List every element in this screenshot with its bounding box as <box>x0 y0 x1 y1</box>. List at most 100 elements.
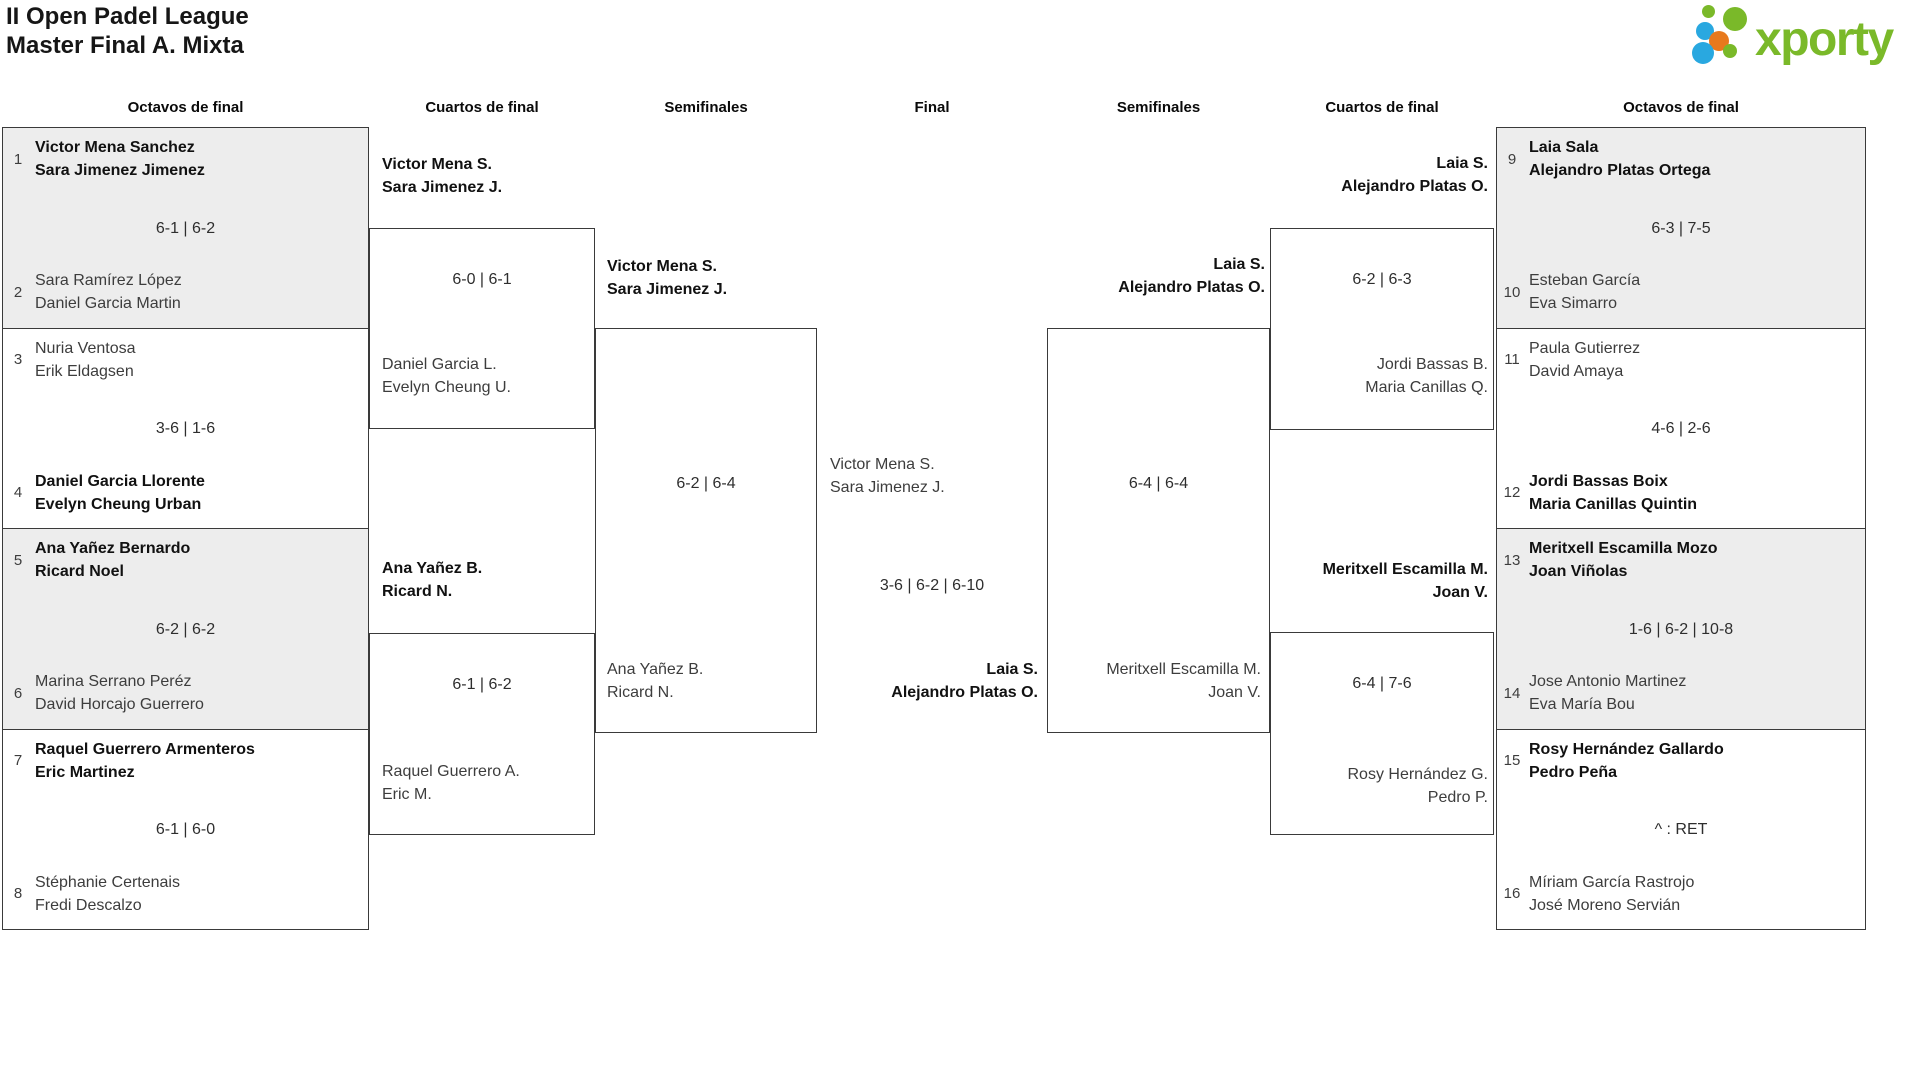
semifinal-right-box <box>1047 328 1270 733</box>
qf-right-2-team-b: Rosy Hernández G. Pedro P. <box>1276 763 1488 809</box>
seed-number: 9 <box>1507 150 1517 168</box>
player-name: Laia Sala <box>1529 139 1599 156</box>
player-name: Sara Ramírez López <box>35 272 182 289</box>
team-row: 13 Meritxell Escamilla Mozo Joan Viñolas <box>1499 537 1861 583</box>
team-row: 7 Raquel Guerrero Armenteros Eric Martin… <box>5 738 364 784</box>
sf-right-team-b: Meritxell Escamilla M. Joan V. <box>1047 658 1261 704</box>
player-name: Jordi Bassas B. <box>1376 356 1488 373</box>
player-name: Maria Canillas Q. <box>1365 379 1488 396</box>
match-score: 6-3 | 7-5 <box>1651 219 1711 237</box>
qf-left-2-team-b: Raquel Guerrero A. Eric M. <box>382 760 592 806</box>
final-score: 3-6 | 6-2 | 6-10 <box>879 577 985 594</box>
player-name: Paula Gutierrez <box>1529 339 1641 357</box>
quarterfinal-left-2-box <box>369 633 595 835</box>
player-name: Daniel Garcia Martin <box>35 295 181 312</box>
match-score: 6-1 | 6-2 <box>155 219 216 237</box>
team-names: Marina Serrano Peréz David Horcajo Guerr… <box>35 670 204 716</box>
xporty-logo[interactable]: xporty <box>1683 2 1915 78</box>
qf-left-1-team-b: Daniel Garcia L. Evelyn Cheung U. <box>382 353 592 399</box>
team-row: 8 Stéphanie Certenais Fredi Descalzo <box>5 871 364 917</box>
quarterfinal-right-1-box <box>1270 228 1494 430</box>
match-score: 6-1 | 6-0 <box>155 821 216 839</box>
player-name: Daniel Garcia L. <box>382 356 497 373</box>
player-name: Laia S. <box>1436 155 1488 172</box>
logo-dot-icon <box>1702 5 1715 18</box>
seed-number: 11 <box>1504 351 1520 368</box>
logo-dot-icon <box>1723 7 1747 31</box>
sf-left-team-a: Victor Mena S. Sara Jimenez J. <box>607 255 812 301</box>
final-team-a: Victor Mena S. Sara Jimenez J. <box>830 453 1035 499</box>
player-name: Evelyn Cheung Urban <box>35 495 202 513</box>
team-names: Ana Yañez Bernardo Ricard Noel <box>35 537 190 583</box>
category-name: Master Final A. Mixta <box>6 32 244 59</box>
logo-dot-icon <box>1692 42 1714 64</box>
header-semifinales-left: Semifinales <box>664 99 748 116</box>
player-name: Esteban García <box>1529 272 1641 289</box>
qf-right-1-team-b: Jordi Bassas B. Maria Canillas Q. <box>1276 353 1488 399</box>
team-row: 2 Sara Ramírez López Daniel Garcia Marti… <box>5 269 364 315</box>
seed-number: 7 <box>13 752 23 769</box>
match-score: 1-6 | 6-2 | 10-8 <box>1628 620 1734 638</box>
player-name: Nuria Ventosa <box>35 339 136 357</box>
player-name: Sara Jimenez J. <box>607 281 728 298</box>
match-cell-r16-3: 5 Ana Yañez Bernardo Ricard Noel 6-2 | 6… <box>3 528 368 729</box>
qf-right-1-score: 6-2 | 6-3 <box>1352 271 1412 288</box>
sf-right-score: 6-4 | 6-4 <box>1128 475 1189 492</box>
team-row: 11 Paula Gutierrez David Amaya <box>1499 337 1861 383</box>
team-row: 16 Míriam García Rastrojo José Moreno Se… <box>1499 871 1861 917</box>
player-name: Eric M. <box>382 786 432 803</box>
player-name: Eva Simarro <box>1529 295 1618 312</box>
player-name: Eric Martinez <box>35 763 135 781</box>
player-name: Meritxell Escamilla M. <box>1106 661 1261 678</box>
player-name: Raquel Guerrero Armenteros <box>35 740 255 758</box>
match-cell-r16-2: 3 Nuria Ventosa Erik Eldagsen 3-6 | 1-6 … <box>3 327 368 529</box>
player-name: Sara Jimenez J. <box>382 179 503 196</box>
semifinal-left-box <box>595 328 817 733</box>
player-name: Evelyn Cheung U. <box>382 379 511 396</box>
seed-number: 4 <box>13 484 23 501</box>
qf-left-1-score: 6-0 | 6-1 <box>452 271 512 288</box>
team-names: Victor Mena Sanchez Sara Jimenez Jimenez <box>35 136 205 182</box>
player-name: Joan V. <box>1432 584 1488 601</box>
player-name: Alejandro Platas O. <box>891 684 1038 701</box>
player-name: Rosy Hernández Gallardo <box>1529 740 1724 758</box>
seed-number: 2 <box>13 283 23 301</box>
player-name: Sara Jimenez J. <box>830 479 945 496</box>
team-row: 1 Victor Mena Sanchez Sara Jimenez Jimen… <box>5 136 364 182</box>
player-name: Jordi Bassas Boix <box>1529 472 1668 490</box>
qf-left-1-team-a: Victor Mena S. Sara Jimenez J. <box>382 153 592 199</box>
seed-number: 5 <box>13 551 23 569</box>
seed-number: 14 <box>1503 684 1521 702</box>
seed-number: 1 <box>13 150 23 168</box>
qf-right-2-team-a: Meritxell Escamilla M. Joan V. <box>1276 558 1488 604</box>
seed-number: 16 <box>1503 885 1521 902</box>
qf-right-2-score: 6-4 | 7-6 <box>1352 675 1412 692</box>
player-name: Pedro Peña <box>1529 763 1618 781</box>
final-team-b-winner: Laia S. Alejandro Platas O. <box>817 658 1038 704</box>
header-cuartos-left: Cuartos de final <box>425 99 539 116</box>
team-names: Stéphanie Certenais Fredi Descalzo <box>35 871 180 917</box>
seed-number: 15 <box>1503 752 1521 769</box>
match-score: ^ : RET <box>1654 821 1708 839</box>
qf-right-1-team-a: Laia S. Alejandro Platas O. <box>1276 152 1488 198</box>
seed-number: 13 <box>1503 551 1521 569</box>
player-name: Daniel Garcia Llorente <box>35 472 205 490</box>
match-cell-r16-5: 9 Laia Sala Alejandro Platas Ortega 6-3 … <box>1497 128 1865 328</box>
player-name: David Horcajo Guerrero <box>35 696 204 713</box>
quarterfinal-left-1-box <box>369 228 595 429</box>
player-name: Raquel Guerrero A. <box>382 763 520 780</box>
player-name: Jose Antonio Martinez <box>1529 673 1687 690</box>
player-name: Joan Viñolas <box>1529 563 1628 580</box>
player-name: Alejandro Platas O. <box>1118 279 1265 296</box>
header-cuartos-right: Cuartos de final <box>1325 99 1439 116</box>
sf-left-score: 6-2 | 6-4 <box>676 475 736 492</box>
player-name: Rosy Hernández G. <box>1347 766 1488 783</box>
logo-dot-icon <box>1723 44 1737 58</box>
player-name: Victor Mena S. <box>607 258 717 275</box>
player-name: José Moreno Servián <box>1529 896 1681 914</box>
header-final: Final <box>914 99 950 116</box>
team-names: Paula Gutierrez David Amaya <box>1529 337 1640 383</box>
logo-wordmark: xporty <box>1755 13 1894 66</box>
player-name: Ana Yañez B. <box>382 560 483 577</box>
player-name: Victor Mena Sanchez <box>35 139 195 156</box>
